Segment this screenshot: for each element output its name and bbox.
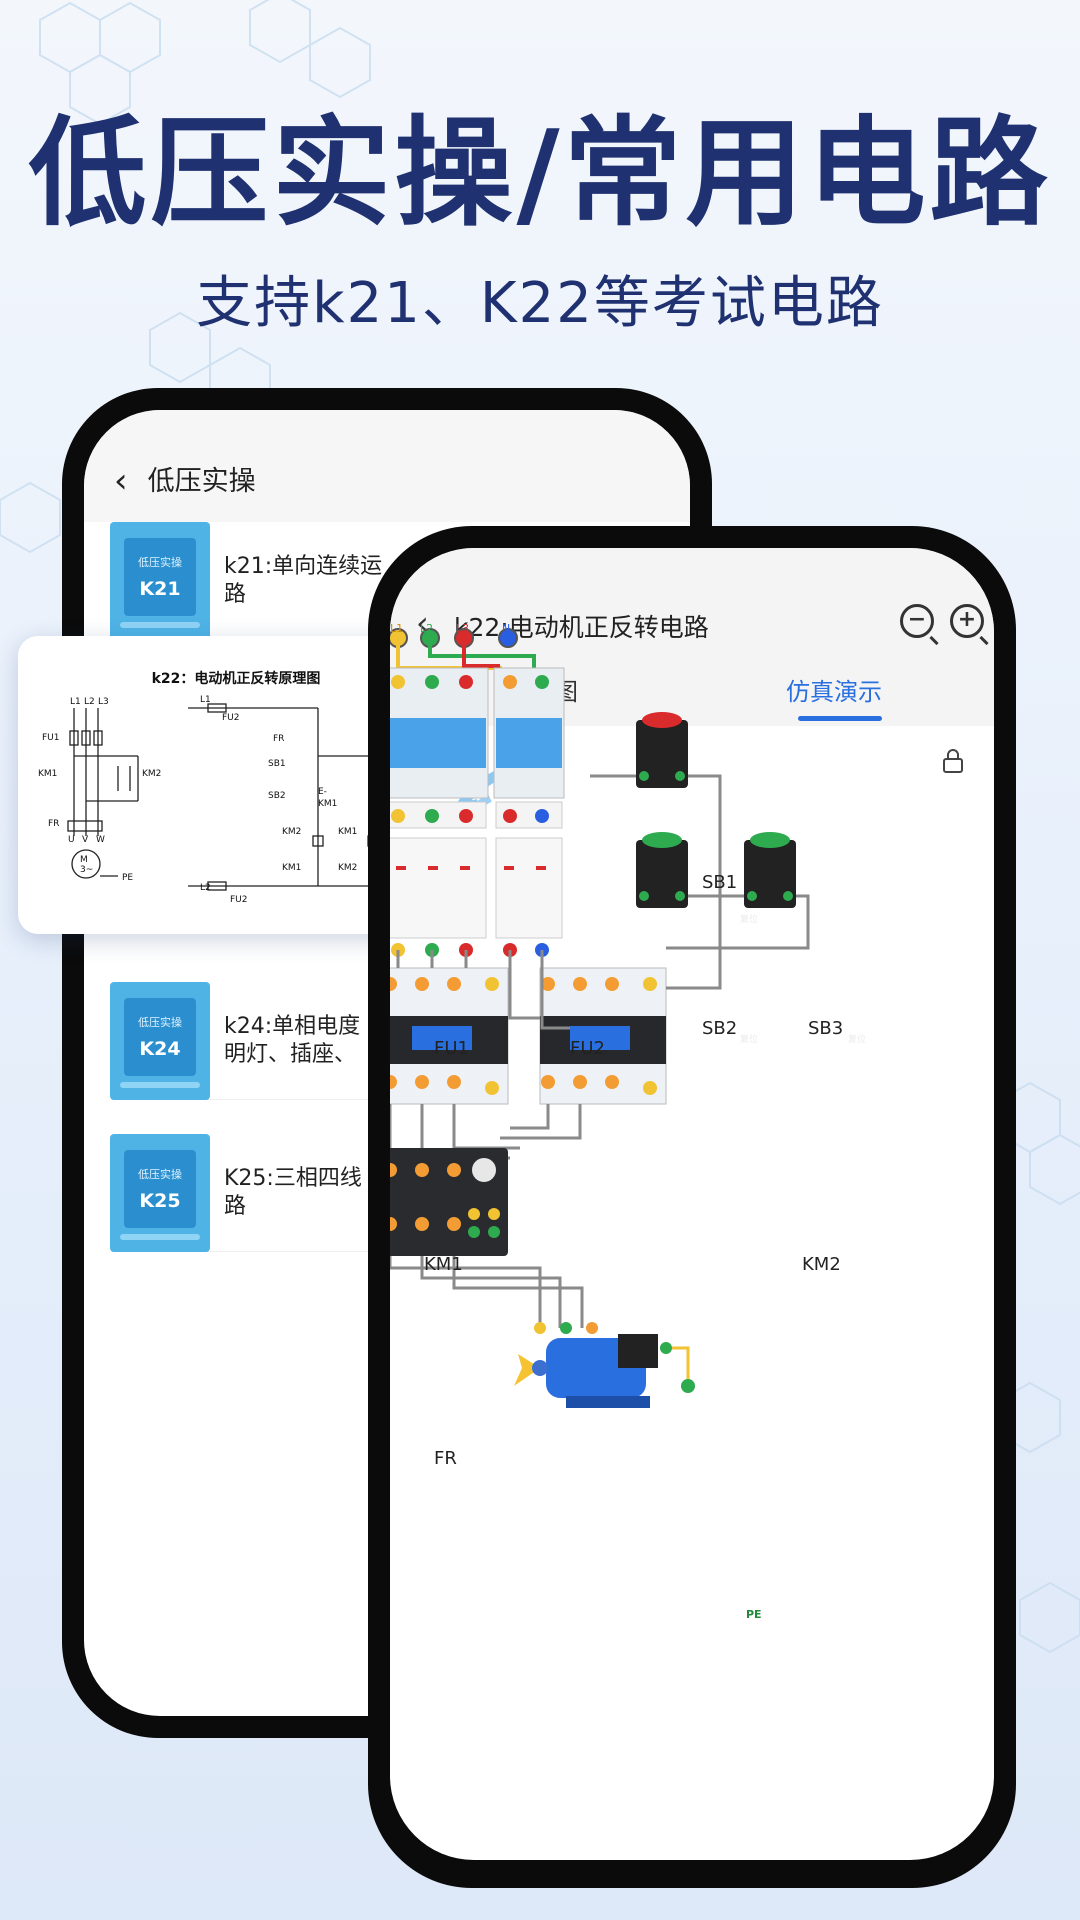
label-motor: 三相异步 电动机 — [782, 1554, 814, 1573]
svg-text:KM1: KM1 — [282, 863, 301, 873]
button-sb3 — [744, 832, 796, 908]
button-sb1 — [636, 712, 688, 788]
svg-text:E-: E- — [318, 787, 327, 797]
label-km1: KM1 — [424, 1254, 463, 1275]
back-phone-title: 低压实操 — [147, 466, 256, 497]
motor — [514, 1322, 695, 1408]
label-sb1: SB1 — [702, 872, 738, 893]
svg-text:L1: L1 — [70, 697, 81, 707]
subheadline: 支持k21、K22等考试电路 — [196, 271, 884, 336]
tab-simulation[interactable]: 仿真演示 — [786, 678, 882, 706]
page-title: k22:电动机正反转电路 — [454, 613, 709, 642]
back-chevron-icon[interactable]: ‹ — [114, 461, 128, 501]
front-phone-header — [390, 548, 994, 726]
svg-text:FU2: FU2 — [230, 895, 248, 905]
svg-text:U: U — [68, 835, 75, 845]
svg-text:3~: 3~ — [80, 865, 93, 875]
label-sb3: SB3 — [808, 1018, 844, 1039]
lesson-title: k24:单相电度 明灯、插座、 — [224, 1013, 361, 1067]
label-km2: KM2 — [802, 1254, 841, 1275]
active-tab-indicator — [798, 716, 882, 721]
label-fu2: FU2 — [570, 1038, 605, 1059]
zoom-in-icon[interactable]: + — [950, 604, 984, 638]
svg-text:KM2: KM2 — [338, 863, 357, 873]
svg-text:L2: L2 — [84, 697, 95, 707]
terminal-n — [498, 628, 518, 648]
label-reset: 复位 — [848, 1035, 867, 1045]
svg-text:FR: FR — [48, 819, 59, 829]
svg-text:KM2: KM2 — [282, 827, 301, 837]
label-sb2: SB2 — [702, 1018, 738, 1039]
svg-text:SB1: SB1 — [268, 759, 286, 769]
label-reset: 复位 — [740, 915, 759, 925]
label-l2: L2 — [420, 622, 434, 635]
lesson-title: k21:单向连续运 路 — [224, 553, 383, 607]
svg-text:FR: FR — [273, 734, 284, 744]
label-reset: 复位 — [740, 1035, 759, 1045]
svg-text:FU2: FU2 — [222, 713, 240, 723]
schematic-title: k22：电动机正反转原理图 — [151, 671, 321, 687]
label-fu1: FU1 — [434, 1038, 469, 1059]
label-n: N — [502, 622, 511, 635]
simulation-diagram — [390, 628, 810, 1408]
svg-text:V: V — [82, 835, 89, 845]
zoom-out-icon[interactable]: − — [900, 604, 934, 638]
svg-text:W: W — [96, 835, 105, 845]
contactor-km2 — [539, 967, 667, 1105]
button-sb2 — [636, 832, 688, 908]
headline: 低压实操/常用电路 — [28, 104, 1052, 242]
lesson-title: K25:三相四线 路 — [224, 1165, 362, 1219]
svg-text:L1: L1 — [200, 695, 211, 705]
fuse-fu2 — [495, 801, 563, 957]
label-pe: PE — [746, 1608, 762, 1621]
label-l1: L1 — [390, 622, 404, 635]
svg-text:KM1: KM1 — [318, 799, 337, 809]
svg-text:KM2: KM2 — [142, 769, 161, 779]
svg-text:SB2: SB2 — [268, 791, 286, 801]
svg-text:M: M — [80, 855, 88, 865]
label-l3: L3 — [456, 622, 470, 635]
back-phone-header: ‹ 低压实操 — [84, 410, 690, 522]
fuse-fu1 — [390, 801, 487, 957]
breaker-qf1 — [390, 667, 489, 799]
svg-text:FU1: FU1 — [42, 733, 60, 743]
breaker-qf2 — [493, 667, 565, 799]
svg-text:L3: L3 — [98, 697, 109, 707]
front-phone-screen: ‹ k22:电动机正反转电路 − + 原理图 仿真演示 — [390, 548, 994, 1860]
lock-icon[interactable] — [942, 748, 964, 774]
svg-text:L2: L2 — [200, 883, 211, 893]
contactor-km1 — [390, 967, 509, 1105]
svg-text:KM1: KM1 — [38, 769, 57, 779]
label-fr: FR — [434, 1448, 457, 1469]
svg-text:PE: PE — [122, 873, 133, 883]
thermal-relay-fr — [390, 1148, 508, 1256]
svg-text:KM1: KM1 — [338, 827, 357, 837]
